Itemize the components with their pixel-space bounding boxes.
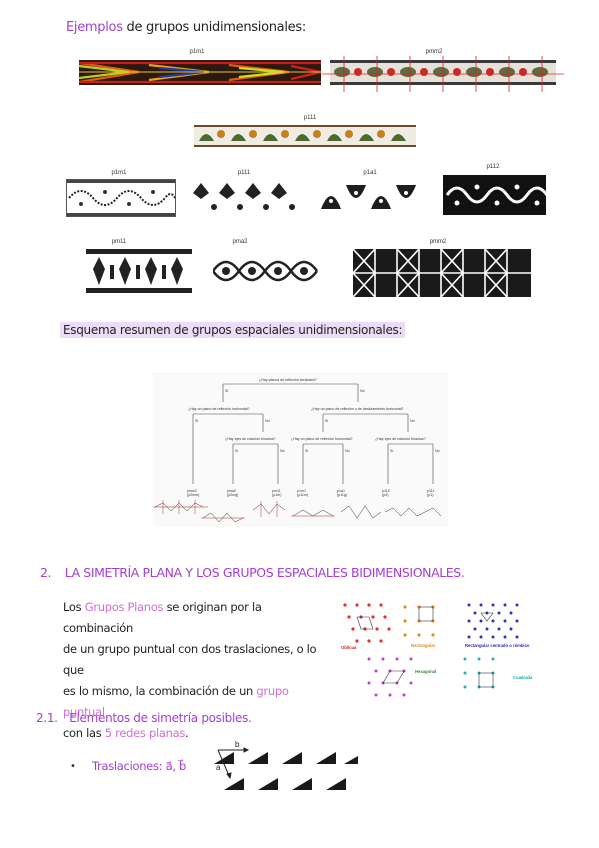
para-l3a: es lo mismo, la combinación de un <box>63 684 257 698</box>
band-p112-bw <box>443 175 546 215</box>
vector-a-label: a <box>216 763 221 772</box>
lattice-oblicua-label: Oblicua <box>341 645 357 650</box>
lattices-figure: Oblicua Rectangular Rectangular centrado… <box>337 597 547 707</box>
tree-leaf-0-code: pmm2 <box>187 489 197 493</box>
lattice-rectangular-label: Rectangular <box>411 643 436 648</box>
tree-leaf-5-code: p112 <box>382 489 390 493</box>
term-grupo-puntual: grupo puntual <box>63 684 289 719</box>
lattice-hexagonal-label: Hexagonal <box>415 669 436 674</box>
band-label-pmm2-top: pmm2 <box>425 49 443 55</box>
band-pma2-bw <box>213 249 320 293</box>
tree-leaf-1-alt: (p2mg) <box>227 493 238 497</box>
translation-figure: b a <box>210 738 360 798</box>
tree-leaf-4-code: p1a1 <box>337 489 345 493</box>
paragraph: Los Grupos Planos se originan por la com… <box>63 597 333 744</box>
intro-highlight: Ejemplos <box>66 20 123 35</box>
tree-no-5: No <box>345 449 350 453</box>
vector-b-label: b <box>235 740 240 749</box>
section-2-title: LA SIMETRÍA PLANA Y LOS GRUPOS ESPACIALE… <box>64 565 465 580</box>
section-2-number: 2. <box>40 565 52 580</box>
para-line-1: Los Grupos Planos se originan por la com… <box>63 597 333 639</box>
intro-heading: Ejemplos de grupos unidimensionales: <box>66 20 306 35</box>
band-label-p112: p112 <box>486 164 500 170</box>
tree-q1: ¿Hay planos de reflexión verticales? <box>259 378 317 382</box>
tree-yes-4: Sí <box>235 449 238 453</box>
para-line-4: con las 5 redes planas. <box>63 723 333 744</box>
term-5-redes: 5 redes planas <box>104 726 186 740</box>
tree-q2a: ¿Hay un plano de reflexión horizontal? <box>188 407 250 411</box>
para-l4a: con las <box>63 726 105 740</box>
section-2-heading: 2. LA SIMETRÍA PLANA Y LOS GRUPOS ESPACI… <box>40 565 465 580</box>
tree-leaf-4-alt: (p11g) <box>337 493 347 497</box>
band-p1m1-bw <box>66 179 176 217</box>
tree-yes-6: Sí <box>390 449 393 453</box>
tree-yes-2: Sí <box>195 419 198 423</box>
section-21-number: 2.1. <box>36 711 58 725</box>
tree-q3b: ¿Hay un plano de reflexión horizontal? <box>291 437 353 441</box>
band-pmm2-bw <box>353 249 531 297</box>
tree-no-4: No <box>280 449 285 453</box>
band-label-p1a1: p1a1 <box>363 170 377 176</box>
band-p111-bw <box>191 179 297 215</box>
band-label-p111-top: p111 <box>303 115 317 121</box>
tree-no-3: No <box>410 419 415 423</box>
tree-q3c: ¿Hay ejes de rotación binarios? <box>375 437 426 441</box>
section-21-heading: 2.1. Elementos de simetría posibles. <box>36 711 252 725</box>
tree-no-6: No <box>435 449 440 453</box>
band-label-pm11: pm11 <box>111 239 127 245</box>
tree-no-1: No <box>360 389 365 393</box>
tree-yes-3: Sí <box>325 419 328 423</box>
section-21-title: Elementos de simetría posibles. <box>69 711 252 725</box>
bullet-translations: Traslaciones: a⃗, b⃗ <box>92 759 187 773</box>
intro-rest: de grupos unidimensionales: <box>122 20 307 35</box>
tree-leaf-6-alt: (p1) <box>427 493 433 497</box>
tree-q3a: ¿Hay ejes de rotación binarios? <box>225 437 276 441</box>
decision-tree: ¿Hay planos de reflexión verticales? Sí … <box>153 372 448 527</box>
scheme-title: Esquema resumen de grupos espaciales uni… <box>60 322 406 338</box>
tree-q2b: ¿Hay un plano de reflexión o de deslizam… <box>311 407 404 411</box>
tree-leaf-1-code: pma2 <box>227 489 236 493</box>
tree-leaf-5-alt: (p2) <box>382 493 388 497</box>
band-label-pmm2-b: pmm2 <box>429 239 447 245</box>
term-grupos-planos: Grupos Planos <box>84 600 164 614</box>
tree-leaf-6-code: p111 <box>427 489 434 493</box>
band-label-p1m1: p1m1 <box>189 49 205 55</box>
band-p1a1-bw <box>319 179 425 215</box>
band-label-p111-b: p111 <box>237 170 251 176</box>
bullet-mark: • <box>70 761 76 772</box>
tree-leaf-2-alt: (p1m) <box>272 493 281 497</box>
band-label-p1m1-b: p1m1 <box>111 170 127 176</box>
tree-yes-1: Sí <box>225 389 228 393</box>
lattice-cuadrada-label: Cuadrada <box>513 675 533 680</box>
tree-leaf-3-code: p1m1 <box>297 489 306 493</box>
para-l1c: se originan por la combinación <box>63 600 262 635</box>
tree-leaf-3-alt: (p11m) <box>297 493 308 497</box>
band-label-pma2: pma2 <box>232 239 248 245</box>
tree-leaf-0-alt: (p2mm) <box>187 493 199 497</box>
para-line-2: de un grupo puntual con dos traslaciones… <box>63 642 317 677</box>
symmetry-lines-overlay <box>322 56 564 92</box>
lattice-centrado-label: Rectangular centrado o rómbico <box>465 643 530 648</box>
para-l1a: Los <box>63 600 85 614</box>
tree-leaf-2-code: pm11 <box>272 489 281 493</box>
para-l4c: . <box>185 726 189 740</box>
band-p111-image <box>194 125 416 147</box>
para-line-3: es lo mismo, la combinación de un grupo … <box>63 681 333 723</box>
band-pm11-bw <box>86 249 192 293</box>
band-p1m1-image <box>79 60 321 85</box>
tree-yes-5: Sí <box>305 449 308 453</box>
tree-no-2: No <box>265 419 270 423</box>
